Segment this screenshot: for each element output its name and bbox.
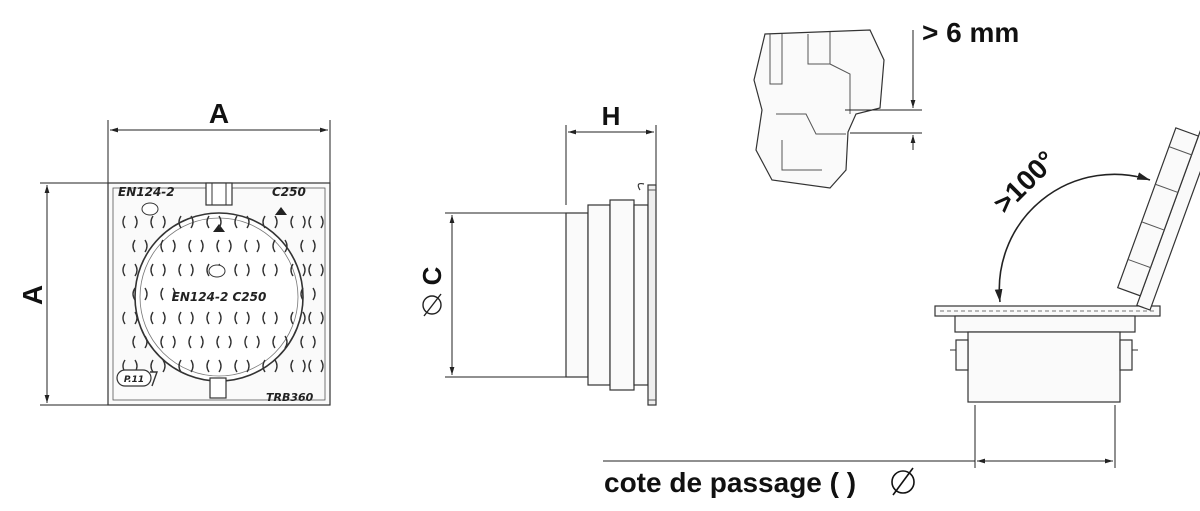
tread-glyph [262, 311, 278, 325]
passage-caption: cote de passage ( ) [604, 467, 856, 498]
opening-angle-arc [994, 172, 1151, 303]
tread-glyph [132, 239, 148, 253]
tread-glyph [290, 359, 306, 373]
nf-logo [141, 202, 226, 278]
tread-glyph [300, 239, 316, 253]
tread-glyph [262, 215, 278, 229]
tread-glyph [234, 359, 250, 373]
tread-glyph [262, 359, 278, 373]
tread-glyph [308, 359, 324, 373]
tread-glyph [216, 335, 232, 349]
diameter-symbol [891, 467, 915, 496]
h-dimension-label: H [602, 101, 621, 131]
tread-glyph [206, 215, 222, 229]
detail-section [753, 29, 885, 189]
tread-glyph [122, 263, 138, 277]
tread-glyph [188, 239, 204, 253]
tread-glyph [300, 287, 316, 301]
cover-plate-edge [647, 184, 657, 406]
tread-glyph [122, 311, 138, 325]
marking-bottom-right: TRB360 [266, 391, 314, 404]
tread-glyph [244, 335, 260, 349]
tread-glyph [244, 239, 260, 253]
svg-text:P.11: P.11 [124, 375, 144, 385]
tread-glyph [206, 311, 222, 325]
gap-annotation: > 6 mm [922, 17, 1019, 48]
tread-glyph [160, 239, 176, 253]
tread-glyph [160, 287, 176, 301]
tread-glyph [150, 359, 166, 373]
tread-glyph [216, 239, 232, 253]
socket-body [565, 212, 589, 378]
marking-top-right: C250 [272, 185, 306, 199]
tread-glyph [308, 215, 324, 229]
tread-glyph [150, 311, 166, 325]
height-dimension-label: A [17, 285, 48, 305]
tread-glyph [234, 215, 250, 229]
tread-glyph [178, 311, 194, 325]
tread-glyph [290, 263, 306, 277]
width-dimension-label: A [209, 98, 229, 129]
tread-glyph [132, 335, 148, 349]
tread-glyph [178, 263, 194, 277]
open-view: >100° cote de passage ( ) [603, 125, 1200, 498]
tread-glyph [234, 311, 250, 325]
opened-lid [1116, 125, 1200, 311]
tread-glyph [178, 359, 194, 373]
tread-glyph [262, 263, 278, 277]
side-view: H C [417, 101, 657, 406]
tread-glyph [272, 335, 288, 349]
opening-angle-label: >100° [987, 145, 1061, 219]
tread-glyph [308, 263, 324, 277]
tread-pattern [122, 215, 324, 373]
tread-glyph [150, 215, 166, 229]
socket-body [967, 331, 1121, 403]
front-view: A A EN124-2 C250 EN124-2 C250 TRB360 P.1… [17, 98, 331, 406]
diameter-symbol [422, 293, 442, 317]
tread-glyph [234, 263, 250, 277]
marking-top-left: EN124-2 [118, 185, 175, 199]
tread-glyph [206, 359, 222, 373]
tread-glyph [150, 263, 166, 277]
tread-glyph [188, 335, 204, 349]
marking-center: EN124-2 C250 [172, 290, 267, 304]
tread-glyph [178, 215, 194, 229]
tread-glyph [308, 311, 324, 325]
tread-glyph [122, 215, 138, 229]
tread-glyph [290, 215, 306, 229]
brand-logo: P.11 [116, 369, 158, 387]
detail-view: > 6 mm [753, 17, 1019, 189]
tread-glyph [290, 311, 306, 325]
c-dimension-label: C [417, 266, 447, 285]
tread-glyph [272, 239, 288, 253]
tread-glyph [160, 335, 176, 349]
tread-glyph [300, 335, 316, 349]
tread-glyph [132, 287, 148, 301]
